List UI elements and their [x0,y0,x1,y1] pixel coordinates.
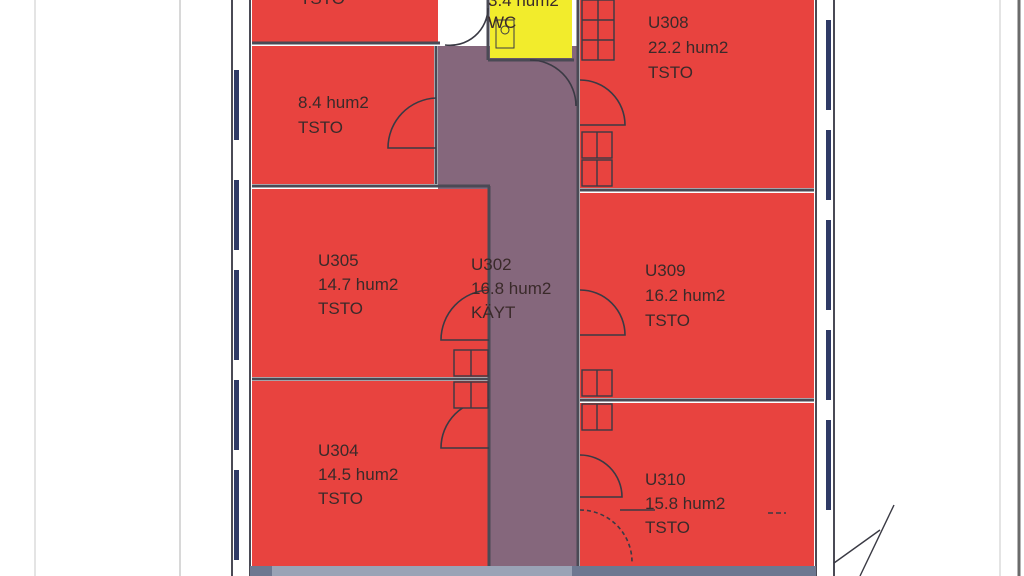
exterior-lines [620,504,895,576]
corridor-fill [438,46,578,189]
wc-fixtures [495,19,515,49]
room-wc-label: 3.4 hum2 WC [488,0,564,32]
room-labels: TSTO 8.4 hum2 TSTO U305 14.7 hum2 TSTO U… [298,0,733,537]
room-u310-line-3: TSTO [645,518,690,537]
room-u304-line-2: 14.5 hum2 [318,465,398,484]
room-top-left-fill [252,0,438,42]
room-8-4-label: 8.4 hum2 TSTO [298,93,374,137]
room-u308-line-1: U308 [648,13,689,32]
room-top-left-line-2: TSTO [300,0,345,8]
outer-walls [231,0,835,576]
corridor-lower-fill [490,189,578,571]
room-u309-line-2: 16.2 hum2 [645,286,725,305]
room-u308-line-2: 22.2 hum2 [648,38,728,57]
room-u309-fill [580,193,814,398]
windows-right [826,20,831,510]
room-u304-label: U304 14.5 hum2 TSTO [318,441,403,508]
room-u302-line-3: KÄYT [471,303,515,322]
room-u309-line-1: U309 [645,261,686,280]
door-swings [387,7,633,563]
room-u310-line-1: U310 [645,470,686,489]
room-top-left-label: TSTO [300,0,345,8]
room-u310-line-2: 15.8 hum2 [645,494,725,513]
room-wc-line-1: 3.4 hum2 [488,0,559,10]
room-u304-line-3: TSTO [318,489,363,508]
room-u308-label: U308 22.2 hum2 TSTO [648,13,733,82]
room-u302-line-1: U302 [471,255,512,274]
room-u308-line-3: TSTO [648,63,693,82]
room-u310-fill [580,403,814,571]
room-wc-line-2: WC [488,13,516,32]
room-u305-line-2: 14.7 hum2 [318,275,398,294]
room-8-4-line-1: 8.4 hum2 [298,93,369,112]
room-u305-line-3: TSTO [318,299,363,318]
room-u309-label: U309 16.2 hum2 TSTO [645,261,730,330]
room-u304-fill [252,381,488,571]
room-u309-line-3: TSTO [645,311,690,330]
room-u310-label: U310 15.8 hum2 TSTO [645,470,730,537]
room-u302-line-2: 16.8 hum2 [471,279,551,298]
internal-walls [252,0,814,571]
stair-grid [581,0,615,61]
room-8-4-line-2: TSTO [298,118,343,137]
room-8-4-fill [252,46,434,184]
shafts [453,131,613,431]
room-u305-fill [252,189,488,377]
room-u304-line-1: U304 [318,441,359,460]
room-u305-label: U305 14.7 hum2 TSTO [318,251,403,318]
room-u305-line-1: U305 [318,251,359,270]
room-u302-label: U302 16.8 hum2 KÄYT [471,255,556,322]
room-u308-fill [580,0,814,188]
bottom-wall-inner [272,566,572,576]
windows-left [234,70,239,560]
